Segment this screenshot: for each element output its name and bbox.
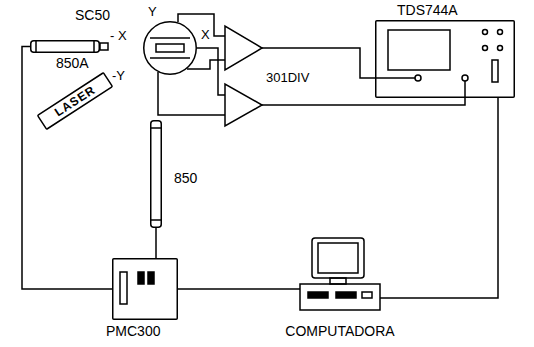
oscilloscope: TDS744A (375, 20, 515, 98)
device-name: COMPUTADORA (285, 323, 394, 339)
device-name: 850 (174, 170, 197, 186)
cable-connector (155, 228, 157, 258)
scope-knob (498, 46, 503, 51)
device-name: SC50 (75, 7, 110, 23)
amplifier-symbol (225, 26, 262, 70)
scope-input (415, 75, 421, 81)
device-label: LASER (37, 72, 114, 131)
amplifier-symbol (225, 84, 262, 126)
scope-input (462, 75, 468, 81)
scope-knob (483, 30, 488, 35)
disk-drive (336, 292, 356, 298)
computer: COMPUTADORA (300, 235, 380, 312)
scope-screen (388, 30, 450, 70)
cylinder-band (150, 219, 162, 221)
panel-button (138, 272, 144, 284)
cylinder-band (93, 40, 95, 53)
laser-body: LASER (37, 72, 114, 131)
axis-label: X (201, 27, 210, 42)
monitor-stand (330, 278, 346, 284)
device-name: 850A (56, 55, 89, 71)
node-outline (112, 258, 178, 320)
device-name: PMC300 (106, 323, 160, 339)
signal-wire (197, 48, 225, 95)
outline-circle (144, 22, 197, 75)
node-outline (30, 40, 100, 53)
laser-head: 850 (150, 120, 162, 228)
mirror-plate (156, 44, 184, 52)
node-outline (143, 21, 197, 75)
device-name: TDS744A (397, 2, 458, 18)
scope-knob (498, 30, 503, 35)
cylinder-band (35, 40, 37, 53)
cylinder-band (150, 127, 162, 129)
axis-label: Y (148, 4, 157, 19)
scanner-circle: SC50 (143, 21, 197, 75)
axis-label: -Y (112, 68, 125, 83)
cylinder-tip (100, 43, 108, 50)
controller-box: PMC300 (112, 258, 178, 320)
signal-wire (158, 72, 225, 115)
amplifier-label: 301DIV (266, 70, 309, 85)
computer-case (300, 284, 380, 310)
mirror-line (150, 37, 190, 39)
cable-connector (22, 47, 112, 290)
outline-rect (376, 21, 515, 98)
disk-drive (308, 292, 328, 298)
laser-head: 850A (30, 40, 100, 53)
node-outline (375, 20, 515, 98)
computer-monitor (312, 238, 364, 278)
computer-screen (318, 243, 358, 273)
cable-connector (380, 98, 498, 298)
axis-label: - X (110, 28, 127, 43)
outline-rect (31, 41, 100, 53)
outline-rect (113, 259, 178, 320)
scope-knob (483, 46, 488, 51)
outline-rect (151, 121, 162, 228)
case-button (362, 292, 372, 298)
mirror-line (150, 57, 190, 59)
cable-connector (178, 288, 300, 290)
panel-slot (120, 272, 127, 304)
scope-switch (492, 60, 498, 82)
panel-button (148, 272, 154, 284)
node-outline (150, 120, 162, 228)
